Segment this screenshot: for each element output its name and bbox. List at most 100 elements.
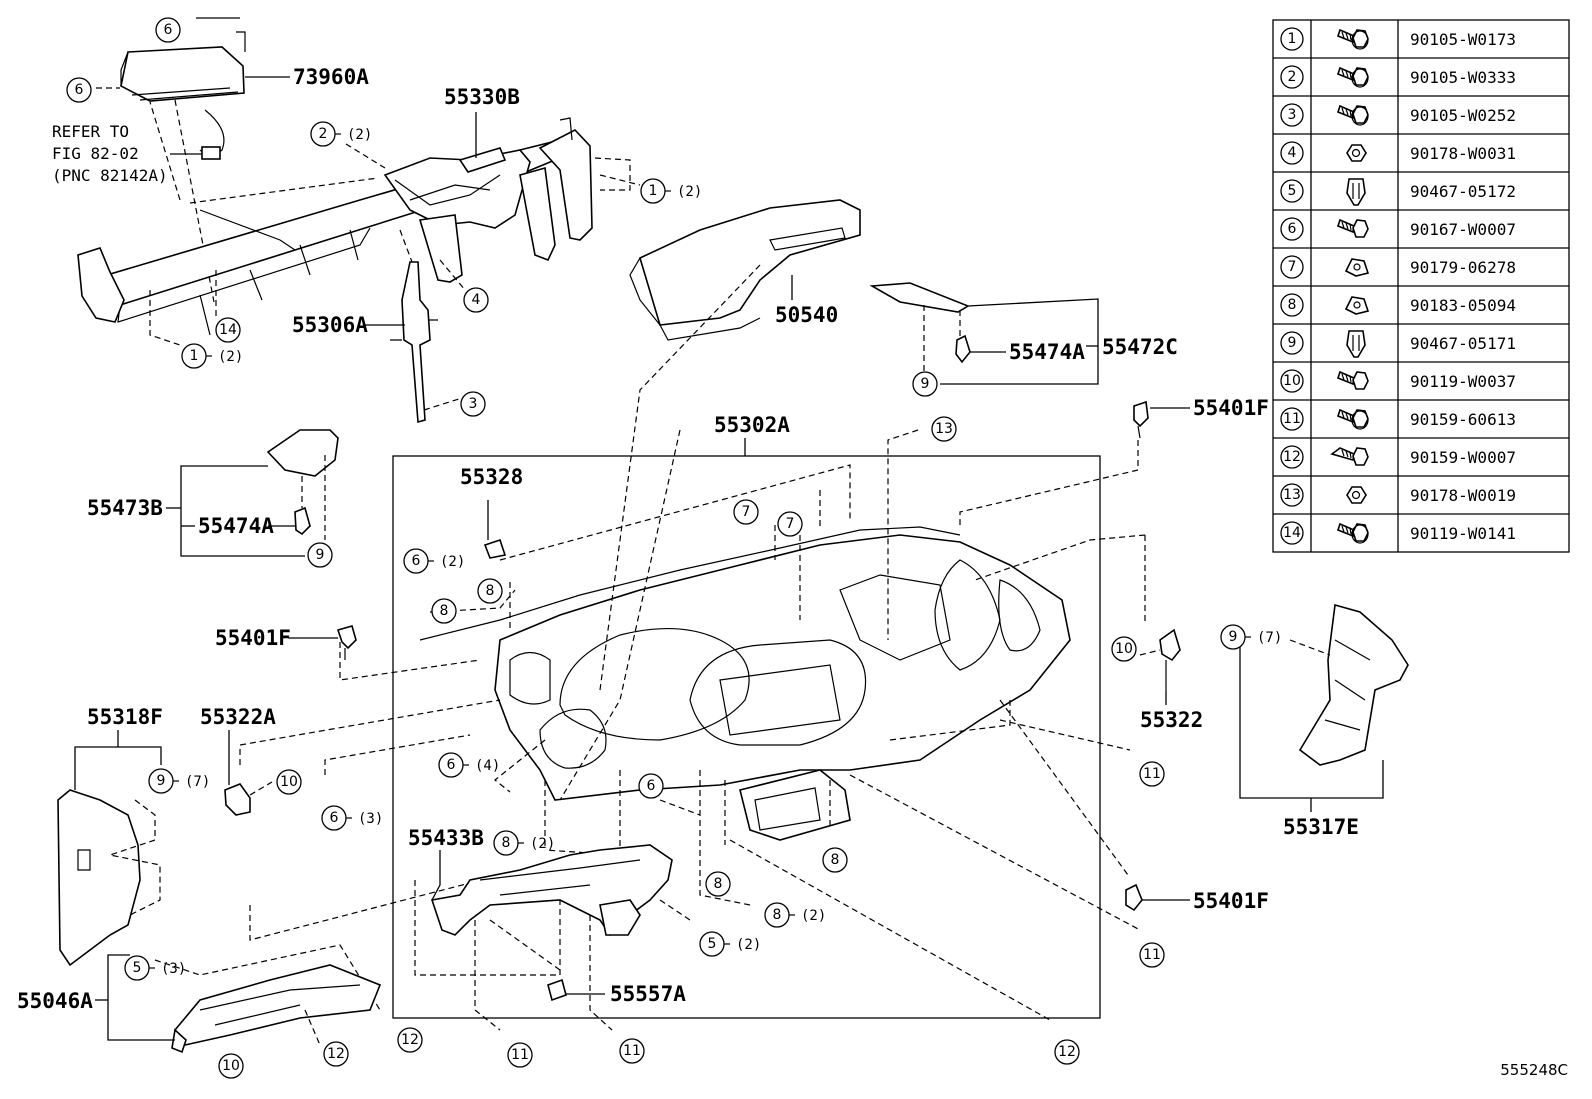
callout-number: 5 (708, 936, 717, 952)
fastener-callout: 4 (463, 287, 489, 313)
callout-quantity: (2) (801, 908, 826, 924)
lower-panel-55046A (171, 964, 382, 1054)
fastener-number-badge: 3 (1280, 103, 1304, 127)
callout-number: 9 (921, 376, 930, 392)
label-55401F-top: 55401F (1193, 396, 1269, 420)
label-55318F: 55318F (87, 705, 163, 729)
fastener-number: 12 (1283, 449, 1301, 465)
label-55046A: 55046A (17, 989, 93, 1013)
fastener-number-badge: 2 (1280, 65, 1304, 89)
label-50540: 50540 (775, 303, 838, 327)
fastener-part-code: 90178-W0031 (1410, 144, 1516, 163)
fastener-number: 14 (1283, 525, 1301, 541)
label-55317E: 55317E (1283, 815, 1359, 839)
callout-number: 6 (330, 810, 339, 826)
refer-note-line3: (PNC 82142A) (52, 166, 168, 185)
label-55474A-top: 55474A (1009, 340, 1085, 364)
callout-number: 9 (316, 547, 325, 563)
fastener-callout: 12 (323, 1041, 349, 1067)
fastener-number: 11 (1283, 411, 1301, 427)
fastener-part-code: 90167-W0007 (1410, 220, 1516, 239)
fastener-row: 4 90178-W0031 (1273, 133, 1569, 165)
bolt-with-washer-icon (1337, 104, 1369, 126)
callout-number: 4 (472, 292, 481, 308)
fastener-callout: 1(2) (640, 178, 702, 204)
fastener-callout: 8 (431, 598, 457, 624)
fastener-callout: 1(2) (181, 343, 243, 369)
callout-number: 10 (280, 774, 298, 790)
fastener-row: 14 90119-W0141 (1273, 513, 1569, 545)
label-55401F-bottom: 55401F (1193, 889, 1269, 913)
screw-icon (1337, 370, 1369, 390)
fastener-callout: 2(2) (310, 121, 372, 147)
bolt-with-washer-icon (1337, 28, 1369, 50)
fastener-callout: 11 (507, 1042, 533, 1068)
fastener-callout: 6 (638, 773, 664, 799)
fastener-callout: 6(4) (438, 752, 500, 778)
callout-number: 2 (319, 126, 328, 142)
instrument-panel-reinforcement (77, 117, 593, 336)
side-trim-55317E (1298, 603, 1409, 766)
part-55322A (224, 783, 251, 816)
fastener-number: 4 (1288, 145, 1297, 161)
label-55330B: 55330B (444, 85, 520, 109)
label-55306A: 55306A (292, 313, 368, 337)
fastener-part-code: 90119-W0141 (1410, 524, 1516, 543)
label-55472C: 55472C (1102, 335, 1178, 359)
label-55433B: 55433B (408, 826, 484, 850)
tapping-screw-icon (1330, 447, 1369, 466)
callout-number: 3 (469, 396, 478, 412)
fastener-row: 2 90105-W0333 (1273, 57, 1569, 89)
fastener-callout: 7 (733, 499, 759, 525)
fastener-part-code: 90119-W0037 (1410, 372, 1516, 391)
callout-number: 6 (412, 553, 421, 569)
callout-quantity: (2) (677, 184, 702, 200)
callout-number: 11 (623, 1043, 641, 1059)
callout-number: 6 (164, 22, 173, 38)
fastener-callout: 8 (477, 578, 503, 604)
callout-number: 9 (1229, 629, 1238, 645)
fastener-part-code: 90159-W0007 (1410, 448, 1516, 467)
label-55302A: 55302A (714, 413, 790, 437)
fastener-number-badge: 7 (1280, 255, 1304, 279)
label-55322: 55322 (1140, 708, 1203, 732)
fastener-row: 12 90159-W0007 (1273, 437, 1569, 469)
label-55322A: 55322A (200, 705, 276, 729)
callout-number: 1 (190, 348, 199, 364)
fastener-part-code: 90178-W0019 (1410, 486, 1516, 505)
label-55328: 55328 (460, 465, 523, 489)
fastener-callout: 9 (912, 371, 938, 397)
diagram-id: 555248C (1500, 1061, 1568, 1079)
clip-nut-icon (1344, 296, 1370, 315)
callout-number: 11 (1143, 766, 1161, 782)
bolt-with-washer-icon (1337, 66, 1369, 88)
fastener-callouts: 662(2)1(2)1(2)14439139776(2)8810119(7)10… (66, 17, 1282, 1079)
fastener-part-code: 90105-W0333 (1410, 68, 1516, 87)
part-55322 (1159, 628, 1181, 690)
fastener-callout: 8(2) (764, 902, 826, 928)
fastener-callout: 6(2) (403, 548, 465, 574)
callout-number: 7 (742, 504, 751, 520)
label-55474A-left: 55474A (198, 514, 274, 538)
clip-nut-icon (1344, 258, 1370, 277)
callout-number: 8 (714, 876, 723, 892)
callout-number: 12 (401, 1032, 419, 1048)
fastener-number-badge: 13 (1280, 483, 1304, 507)
clip-icon (1346, 330, 1366, 358)
callout-quantity: (2) (736, 937, 761, 953)
fastener-number-badge: 14 (1280, 521, 1304, 545)
fastener-callout: 8 (705, 871, 731, 897)
fastener-number: 3 (1288, 107, 1297, 123)
nut-icon (1346, 144, 1367, 162)
callout-quantity: (3) (161, 961, 186, 977)
callout-number: 8 (486, 583, 495, 599)
fastener-number-badge: 6 (1280, 217, 1304, 241)
fastener-row: 13 90178-W0019 (1273, 475, 1569, 507)
fastener-number: 13 (1283, 487, 1301, 503)
fastener-callout: 13 (931, 416, 957, 442)
